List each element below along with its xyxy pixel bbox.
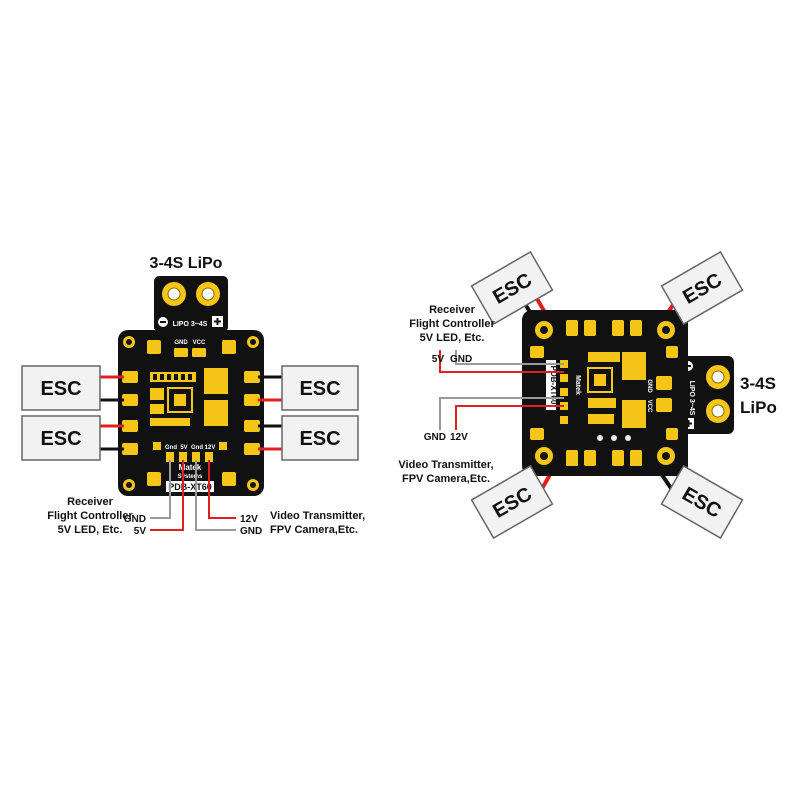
left-pcb-board: GND VCC bbox=[118, 330, 264, 496]
left-wire-12v-label: 12V bbox=[240, 514, 258, 525]
right-lipo-title-line2: LiPo bbox=[740, 398, 777, 417]
left-brand-line1: Matek bbox=[179, 463, 202, 472]
right-wire-12v-label: 12V bbox=[450, 432, 468, 443]
right-esc-bottom-left: ESC bbox=[470, 464, 554, 540]
left-lipo-title: 3-4S LiPo bbox=[150, 255, 223, 272]
left-caption-vtx: Video Transmitter, bbox=[270, 510, 365, 522]
left-esc-bottom-right-label: ESC bbox=[299, 428, 340, 450]
left-esc-top-right: ESC bbox=[281, 365, 359, 411]
left-esc-wires bbox=[100, 375, 282, 451]
right-output-wires bbox=[439, 350, 564, 430]
left-diagram: 3-4S LiPo LIPO 3~4S GND bbox=[21, 255, 365, 537]
left-output-wires bbox=[150, 460, 236, 531]
left-header-gnd-1: Gnd bbox=[165, 445, 177, 451]
left-caption-camera: FPV Camera,Etc. bbox=[270, 524, 358, 536]
left-model-label: PDB-XT60 bbox=[168, 482, 212, 492]
left-lipo-tab: LIPO 3~4S bbox=[154, 276, 228, 332]
right-caption-receiver: Receiver bbox=[429, 304, 476, 316]
left-brand-line2: Systems bbox=[178, 474, 203, 480]
right-esc-bottom-right: ESC bbox=[660, 464, 744, 540]
right-esc-top-left: ESC bbox=[470, 250, 554, 326]
right-esc-top-right: ESC bbox=[660, 250, 744, 326]
right-diagram: LIPO 3~4S 3-4S LiPo bbox=[398, 250, 777, 540]
left-pad-gnd-label: GND bbox=[174, 340, 188, 346]
left-esc-bottom-left: ESC bbox=[21, 415, 101, 461]
left-wire-gnd2-label: GND bbox=[240, 526, 262, 537]
right-caption-led: 5V LED, Etc. bbox=[420, 332, 485, 344]
left-esc-top-left: ESC bbox=[21, 365, 101, 411]
right-lipo-title-line1: 3-4S bbox=[740, 374, 776, 393]
left-caption-receiver: Receiver bbox=[67, 496, 114, 508]
left-header-gnd-2: Gnd bbox=[191, 445, 203, 451]
left-caption-fc: Flight Controller bbox=[47, 510, 133, 522]
right-brand-label: Matek bbox=[574, 375, 581, 395]
left-esc-bottom-left-label: ESC bbox=[40, 428, 81, 450]
left-header-5v: 5V bbox=[180, 445, 187, 451]
left-header-12v: 12V bbox=[205, 445, 216, 451]
right-pad-vcc-label: VCC bbox=[646, 400, 652, 413]
left-pad-vcc-label: VCC bbox=[193, 340, 206, 346]
right-lipo-tab-label: LIPO 3~4S bbox=[688, 381, 695, 416]
right-model-label: PDB-XT60 bbox=[549, 366, 558, 405]
right-caption-fc: Flight Controller bbox=[409, 318, 495, 330]
right-caption-vtx: Video Transmitter, bbox=[398, 459, 493, 471]
right-pad-gnd-label: GND bbox=[646, 379, 652, 393]
left-esc-top-left-label: ESC bbox=[40, 378, 81, 400]
left-caption-led: 5V LED, Etc. bbox=[58, 524, 123, 536]
left-esc-top-right-label: ESC bbox=[299, 378, 340, 400]
right-wire-gnd-bottom-label: GND bbox=[424, 432, 446, 443]
right-wire-gnd-label: GND bbox=[450, 354, 472, 365]
left-wire-5v-label: 5V bbox=[134, 526, 147, 537]
left-esc-bottom-right: ESC bbox=[281, 415, 359, 461]
right-pcb-board: GND VCC PDB-XT60 Matek bbox=[522, 310, 688, 476]
left-wire-gnd-label: GND bbox=[124, 514, 146, 525]
right-wire-5v-label: 5V bbox=[432, 354, 445, 365]
right-caption-camera: FPV Camera,Etc. bbox=[402, 473, 490, 485]
left-lipo-tab-label: LIPO 3~4S bbox=[173, 321, 208, 328]
